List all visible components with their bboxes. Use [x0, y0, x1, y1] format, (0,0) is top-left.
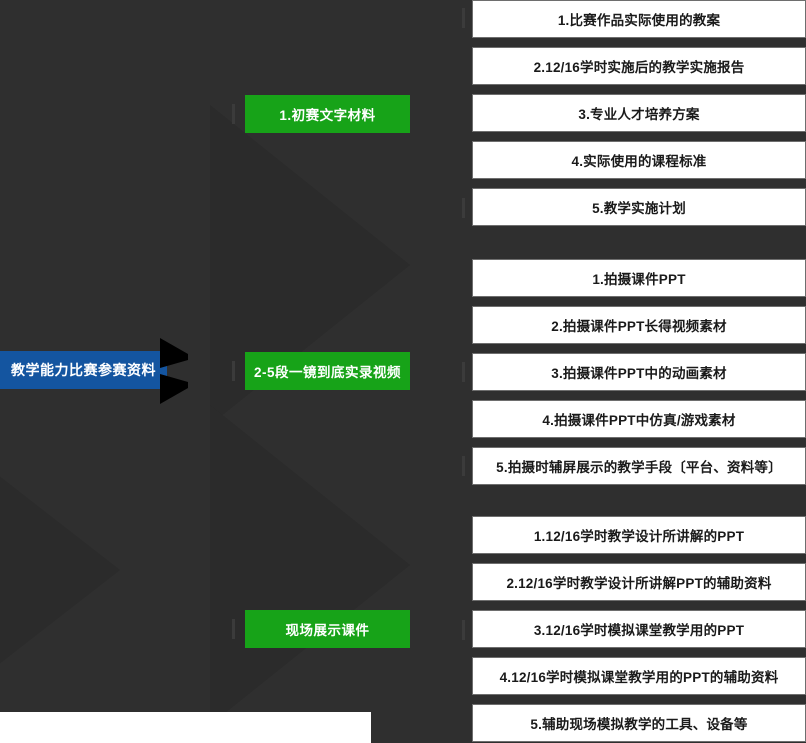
leaf-box[interactable]: 5.教学实施计划 — [472, 188, 806, 226]
leaf-box[interactable]: 3.12/16学时模拟课堂教学用的PPT — [472, 610, 806, 648]
leaf-box[interactable]: 5.辅助现场模拟教学的工具、设备等 — [472, 704, 806, 742]
connector-tick-6 — [462, 362, 465, 382]
leaf-box[interactable]: 2.12/16学时教学设计所讲解PPT的辅助资料 — [472, 563, 806, 601]
leaf-box[interactable]: 1.12/16学时教学设计所讲解的PPT — [472, 516, 806, 554]
decorative-chevron-lower — [210, 405, 410, 725]
root-arrow-icon — [160, 338, 188, 404]
leaf-box[interactable]: 1.拍摄课件PPT — [472, 259, 806, 297]
connector-tick-8 — [462, 620, 465, 640]
leaf-box[interactable]: 4.拍摄课件PPT中仿真/游戏素材 — [472, 400, 806, 438]
branch-node-2[interactable]: 2-5段一镜到底实录视频 — [245, 352, 410, 390]
branch-node-1[interactable]: 1.初赛文字材料 — [245, 95, 410, 133]
leaf-box[interactable]: 5.拍摄时辅屏展示的教学手段〔平台、资料等〕 — [472, 447, 806, 485]
leaf-box[interactable]: 2.12/16学时实施后的教学实施报告 — [472, 47, 806, 85]
leaf-box[interactable]: 1.比赛作品实际使用的教案 — [472, 0, 806, 38]
connector-tick-3 — [232, 619, 235, 639]
connector-tick-1 — [232, 104, 235, 124]
leaf-box[interactable]: 3.专业人才培养方案 — [472, 94, 806, 132]
branch-node-3[interactable]: 现场展示课件 — [245, 610, 410, 648]
background-cutout — [0, 712, 371, 743]
leaf-box[interactable]: 4.实际使用的课程标准 — [472, 141, 806, 179]
leaf-box[interactable]: 4.12/16学时模拟课堂教学用的PPT的辅助资料 — [472, 657, 806, 695]
connector-tick-2 — [232, 361, 235, 381]
root-node[interactable]: 教学能力比赛参赛资料 — [0, 351, 167, 389]
connector-tick-7 — [462, 456, 465, 476]
leaf-box[interactable]: 2.拍摄课件PPT长得视频素材 — [472, 306, 806, 344]
connector-tick-4 — [462, 8, 465, 28]
decorative-chevron-left — [0, 430, 120, 710]
connector-tick-5 — [462, 198, 465, 218]
leaf-box[interactable]: 3.拍摄课件PPT中的动画素材 — [472, 353, 806, 391]
